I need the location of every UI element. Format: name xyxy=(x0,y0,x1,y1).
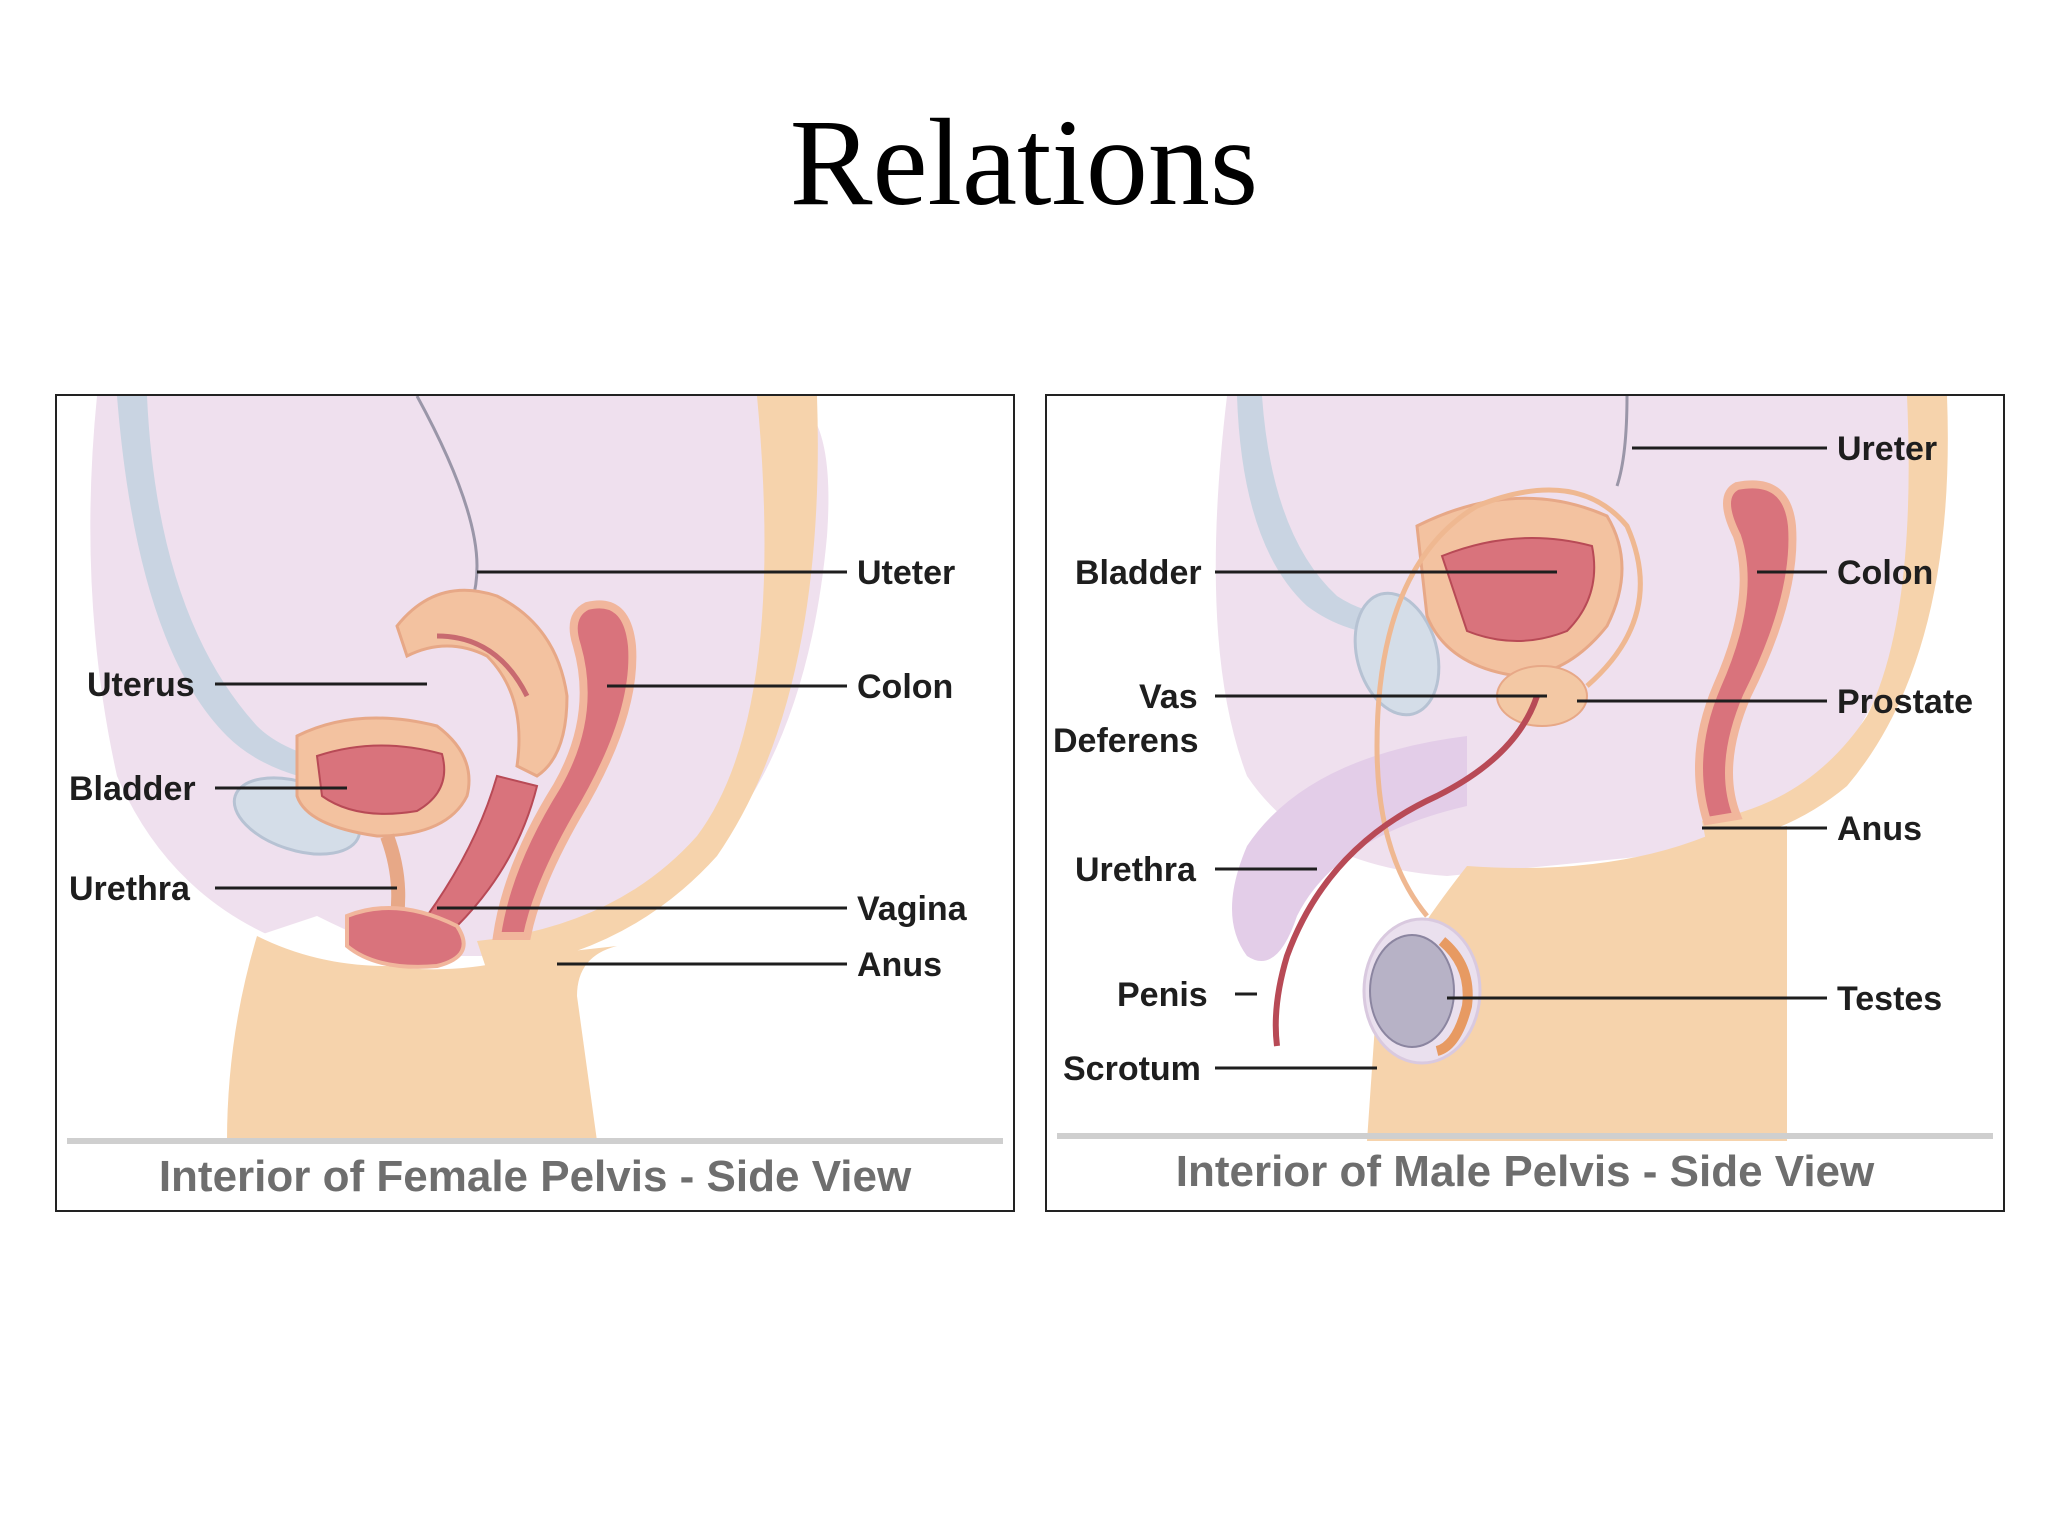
male-label-colon: Colon xyxy=(1837,554,1933,592)
female-colon xyxy=(492,600,637,940)
male-pubic-symphysis xyxy=(1353,591,1441,717)
male-urethra xyxy=(1272,695,1540,1047)
male-label-urethra: Urethra xyxy=(1075,851,1197,889)
female-label-bladder: Bladder xyxy=(69,770,196,808)
male-leader-lines xyxy=(1215,446,1827,1070)
male-testis xyxy=(1369,934,1455,1048)
male-label-testes: Testes xyxy=(1837,980,1942,1018)
female-caption: Interior of Female Pelvis - Side View xyxy=(159,1152,912,1201)
male-label-penis: Penis xyxy=(1117,976,1208,1014)
female-pelvis-figure: Uteter Uterus Colon Bladder Urethra Vagi… xyxy=(55,394,1015,1212)
female-label-urethra: Urethra xyxy=(69,870,191,908)
male-label-ureter: Ureter xyxy=(1837,430,1937,468)
male-caption: Interior of Male Pelvis - Side View xyxy=(1176,1147,1875,1196)
male-penis xyxy=(1232,736,1467,961)
male-pubic-bone xyxy=(1237,396,1407,636)
female-back-skin xyxy=(477,396,818,971)
male-pelvis-illustration: Ureter Bladder Colon Vas Deferens Prosta… xyxy=(1047,396,2003,1210)
male-label-deferens: Deferens xyxy=(1053,722,1199,760)
female-label-ureter: Uteter xyxy=(857,554,955,592)
male-label-anus: Anus xyxy=(1837,810,1922,848)
male-back-skin xyxy=(1702,396,1948,846)
slide-title: Relations xyxy=(789,94,1259,231)
male-pelvis-figure: Ureter Bladder Colon Vas Deferens Prosta… xyxy=(1045,394,2005,1212)
male-colon xyxy=(1695,480,1797,826)
male-perineum-skin xyxy=(1367,826,1787,1141)
female-label-anus: Anus xyxy=(857,946,942,984)
male-label-vas: Vas xyxy=(1139,678,1198,716)
female-leader-lines xyxy=(215,570,847,966)
female-vulva xyxy=(345,906,466,969)
female-pelvis-illustration: Uteter Uterus Colon Bladder Urethra Vagi… xyxy=(57,396,1013,1210)
male-vas-deferens xyxy=(1374,487,1643,918)
male-label-bladder: Bladder xyxy=(1075,554,1202,592)
female-pubic-bone xyxy=(117,396,357,786)
female-label-vagina: Vagina xyxy=(857,890,968,928)
female-perineum-skin xyxy=(227,936,617,1141)
male-label-prostate: Prostate xyxy=(1837,683,1973,721)
female-body-skin xyxy=(257,396,957,1141)
male-label-scrotum: Scrotum xyxy=(1063,1050,1201,1088)
female-label-uterus: Uterus xyxy=(87,666,195,704)
male-ureter xyxy=(1615,396,1629,487)
female-label-colon: Colon xyxy=(857,668,953,706)
